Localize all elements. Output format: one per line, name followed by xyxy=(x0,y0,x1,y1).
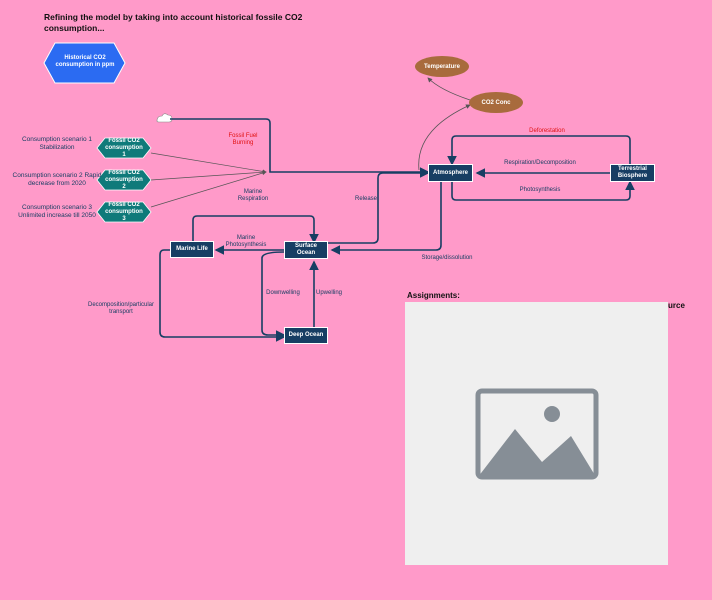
marine-photosynthesis-label: Marine Photosynthesis xyxy=(225,235,267,248)
image-placeholder-icon xyxy=(475,388,599,480)
temperature-node[interactable]: Temperature xyxy=(415,56,469,77)
decomposition-label: Decomposition/particular transport xyxy=(87,302,155,315)
fossil-node-3[interactable]: Fossil CO2 consumption 3 xyxy=(105,201,143,222)
co2-conc-node[interactable]: CO2 Conc xyxy=(469,92,523,113)
downwelling-label: Downwelling xyxy=(266,290,300,296)
surface-ocean-node[interactable]: Surface Ocean xyxy=(284,241,328,259)
source-text-fragment: urce xyxy=(668,301,685,310)
fossil-node-2[interactable]: Fossil CO2 consumption 2 xyxy=(105,169,143,190)
photosynthesis-label: Photosynthesis xyxy=(519,187,561,193)
marine-life-node[interactable]: Marine Life xyxy=(170,241,214,258)
scenario-2-label: Consumption scenario 2 Rapid decrease fr… xyxy=(12,172,102,187)
upwelling-label: Upwelling xyxy=(315,290,342,296)
fossil-hex-1 xyxy=(96,137,152,159)
fossil-fuel-label: Fossil Fuel Burning xyxy=(228,133,258,146)
cloud-icon xyxy=(156,113,173,123)
marine-respiration-label: Marine Respiration xyxy=(237,189,269,202)
release-label: Release xyxy=(354,196,377,202)
fossil-node-1[interactable]: Fossil CO2 consumption 1 xyxy=(105,137,143,158)
assignments-heading: Assignments: xyxy=(407,291,460,300)
historical-co2-hexagon xyxy=(43,42,126,84)
scenario-3-label: Consumption scenario 3 Unlimited increas… xyxy=(18,204,96,219)
scenario-1-label: Consumption scenario 1 Stabilization xyxy=(21,136,93,151)
fossil-hex-3 xyxy=(96,201,152,223)
storage-label: Storage/dissolution xyxy=(421,255,473,261)
historical-co2-label: Historical CO2 consumption in ppm xyxy=(55,55,115,68)
diagram-title: Refining the model by taking into accoun… xyxy=(44,12,303,33)
image-placeholder[interactable] xyxy=(405,302,668,565)
respiration-label: Respiration/Decomposition xyxy=(504,160,576,166)
deep-ocean-node[interactable]: Deep Ocean xyxy=(284,327,328,344)
atmosphere-node[interactable]: Atmosphere xyxy=(428,164,473,182)
terrestrial-biosphere-node[interactable]: Terrestrial Biosphere xyxy=(610,164,655,182)
deforestation-label: Deforestation xyxy=(529,128,565,134)
